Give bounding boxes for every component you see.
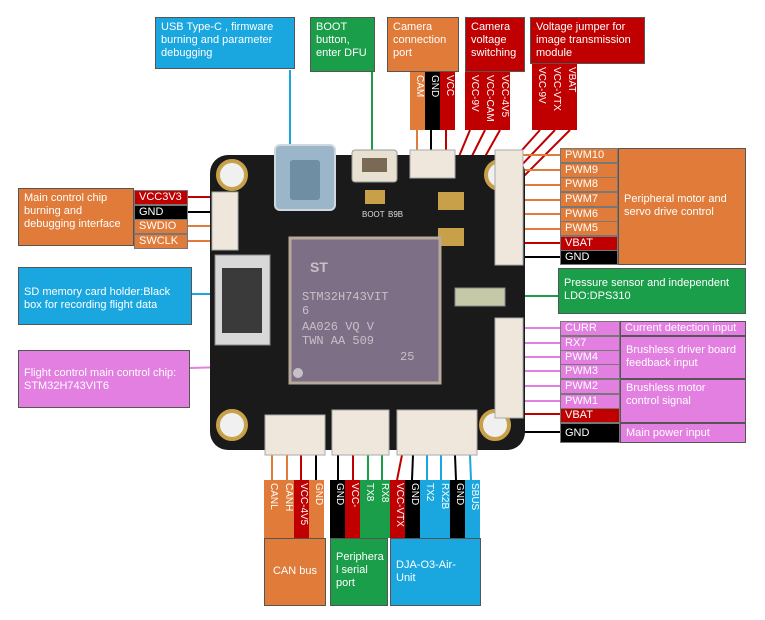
dji-pin-rx2b: RX2B [435, 480, 450, 538]
right-pin-gnd: GND [560, 250, 618, 265]
serial-pin-vcc: VCC- [345, 480, 360, 538]
cam-pin-label: CAM [410, 72, 425, 130]
right-pin-curr: CURR [560, 321, 620, 336]
debug-pin-swdio: SWDIO [134, 219, 188, 234]
current-description: Current detection input [620, 321, 746, 336]
flight-controller-board: ST STM32H743VIT 6 AA026 VQ V TWN AA 509 … [210, 144, 525, 456]
cam-volt-9v-label: VCC-9V [465, 72, 480, 130]
cam-gnd-pin-label: GND [425, 72, 440, 130]
cam-vcc-pin-label: VCC [440, 72, 455, 130]
motor-description: Peripheral motor and servo drive control [618, 148, 746, 265]
right-pin-pwm3: PWM3 [560, 364, 620, 379]
vtx-voltage-jumper [438, 228, 464, 246]
can-pin-gnd: GND [309, 480, 324, 538]
cam-volt-4v5-label: VCC-4V5 [495, 72, 510, 130]
chip-marking-4: TWN AA 509 [302, 334, 374, 348]
usb-description: USB Type-C , firmware burning and parame… [155, 17, 295, 69]
dji-pin-vcc-vtx: VCC-VTX [390, 480, 405, 538]
dji-pin-sbus: SBUS [465, 480, 480, 538]
esc-feedback-description: Brushless driver board feedback input [620, 336, 746, 379]
chip-marking-3: AA026 VQ V [302, 320, 375, 334]
right-pin-pwm8: PWM8 [560, 177, 618, 192]
right-pin-vbat: VBAT [560, 236, 618, 251]
mcu-chip [288, 236, 442, 385]
chip-logo: ST [310, 259, 328, 275]
debug-connector [211, 191, 239, 251]
power-description: Main power input [620, 423, 746, 443]
right-pin-pwm5: PWM5 [560, 221, 618, 236]
camera-voltage-description: Camera voltage switching [465, 17, 525, 72]
baro-description: Pressure sensor and independent LDO:DPS3… [558, 268, 746, 314]
right-pin-pwm2: PWM2 [560, 379, 620, 394]
right-pin-pwm4: PWM4 [560, 350, 620, 365]
can-pin-canh: CANH [279, 480, 294, 538]
can-pin-canl: CANL [264, 480, 279, 538]
dji-description: DJA-O3-Air-Unit [390, 538, 481, 606]
camera-connector [409, 149, 456, 179]
debug-pin-swclk: SWCLK [134, 234, 188, 249]
vtx-vbat-label: VBAT [562, 64, 577, 130]
can-pin-vcc: VCC-4V5 [294, 480, 309, 538]
silk-boot: BOOT [362, 210, 385, 219]
dji-pin-gnd-2: GND [450, 480, 465, 538]
camera-voltage-jumper [438, 192, 464, 210]
vtx-9v-label: VCC-9V [532, 64, 547, 130]
mount-hole-top-left [216, 159, 248, 191]
camera-port-description: Camera connection port [387, 17, 459, 72]
dji-pin-gnd-1: GND [405, 480, 420, 538]
chip-marking-1: STM32H743VIT [302, 290, 388, 304]
right-pin-rx7: RX7 [560, 336, 620, 351]
pwm-connector [494, 149, 524, 266]
right-pin-pwm6: PWM6 [560, 207, 618, 222]
debug-description: Main control chip burning and debugging … [18, 188, 134, 246]
dji-connector [396, 409, 478, 456]
serial-pin-rx8: RX8 [375, 480, 390, 538]
right-pin-pwm9: PWM9 [560, 163, 618, 178]
cam-volt-cam-label: VCC-CAM [480, 72, 495, 130]
motor-signal-description: Brushless motor control signal [620, 379, 746, 423]
debug-pin-gnd: GND [134, 205, 188, 220]
dji-pin-tx2: TX2 [420, 480, 435, 538]
debug-pin-vcc3v3: VCC3V3 [134, 190, 188, 205]
boot-description: BOOT button, enter DFU [310, 17, 375, 72]
can-description: CAN bus [264, 538, 326, 606]
chip-marking-2: 6 [302, 304, 309, 318]
mcu-description: Flight control main control chip: STM32H… [18, 350, 190, 408]
chip-marking-5: 25 [400, 350, 414, 364]
serial-connector [331, 409, 390, 456]
right-pin-pwm10: PWM10 [560, 148, 618, 163]
vtx-vtx-label: VCC-VTX [547, 64, 562, 130]
power-connector [494, 317, 524, 419]
right-pin-gnd-power: GND [560, 423, 620, 443]
can-connector [264, 414, 326, 456]
right-pin-pwm1: PWM1 [560, 394, 620, 409]
vtx-jumper-description: Voltage jumper for image transmission mo… [530, 17, 645, 64]
silk-b: B9B [388, 210, 403, 219]
sd-description: SD memory card holder:Black box for reco… [18, 267, 192, 325]
pressure-sensor [454, 287, 506, 307]
serial-pin-tx8: TX8 [360, 480, 375, 538]
serial-description: Periphera l serial port [330, 538, 388, 606]
mount-hole-bottom-left [216, 409, 248, 441]
serial-pin-gnd: GND [330, 480, 345, 538]
right-pin-vbat-power: VBAT [560, 408, 620, 423]
right-pin-pwm7: PWM7 [560, 192, 618, 207]
